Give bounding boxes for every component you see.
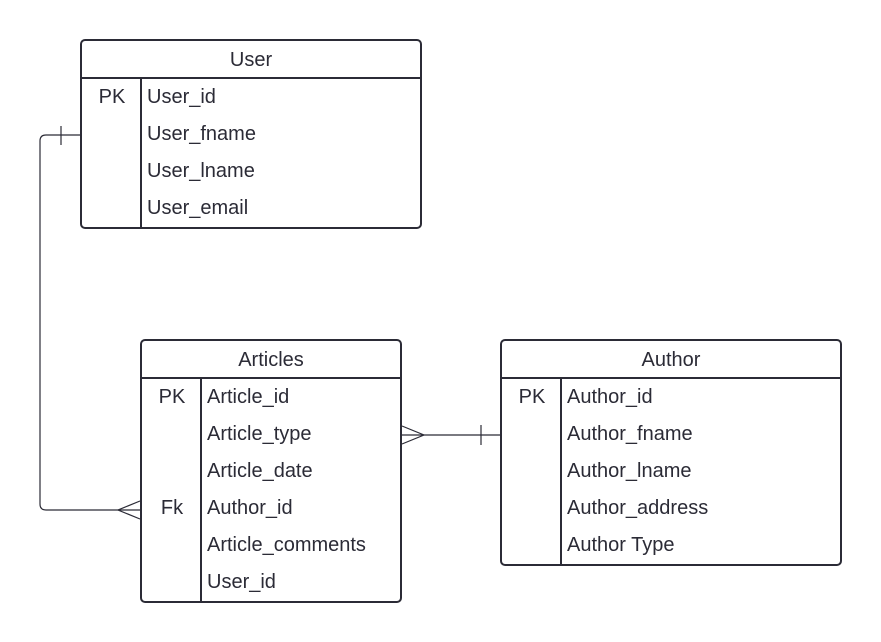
- key-column-divider: [82, 79, 142, 227]
- entity-author-title: Author: [502, 341, 840, 379]
- entity-user-body: PK User_id User_fname User_lname User_em…: [82, 79, 420, 227]
- entity-articles[interactable]: Articles PK Article_id Article_type Arti…: [140, 339, 402, 603]
- attribute-name: Author_address: [567, 497, 709, 519]
- attribute-name: Article_comments: [207, 534, 366, 556]
- attribute-key: Fk: [160, 497, 184, 519]
- attribute-row: Author_fname: [502, 416, 840, 453]
- attribute-name: User_id: [207, 571, 276, 593]
- attribute-key: PK: [518, 386, 546, 408]
- attribute-name: Author_lname: [567, 460, 692, 482]
- entity-author[interactable]: Author PK Author_id Author_fname Author_…: [500, 339, 842, 566]
- articles-many-marker-right: [401, 425, 426, 445]
- attribute-row: User_fname: [82, 116, 420, 153]
- relationship-user-articles: [39, 126, 141, 520]
- attribute-name: User_email: [147, 197, 249, 219]
- attribute-row: Author_address: [502, 490, 840, 527]
- attribute-row: Article_type: [142, 416, 400, 453]
- attribute-row: PK User_id: [82, 79, 420, 116]
- attribute-name: Article_id: [207, 386, 290, 408]
- attribute-row: Author Type: [502, 527, 840, 564]
- attribute-row: Article_date: [142, 453, 400, 490]
- attribute-row: User_lname: [82, 153, 420, 190]
- attribute-row: Fk Author_id: [142, 490, 400, 527]
- key-column-divider: [502, 379, 562, 564]
- attribute-name: User_fname: [147, 123, 256, 145]
- attribute-name: Author_id: [207, 497, 293, 519]
- relationship-articles-author: [401, 425, 500, 445]
- attribute-name: Article_date: [207, 460, 313, 482]
- attribute-row: Author_lname: [502, 453, 840, 490]
- attribute-name: Author_id: [567, 386, 653, 408]
- attribute-row: PK Author_id: [502, 379, 840, 416]
- entity-user-title: User: [82, 41, 420, 79]
- attribute-row: Article_comments: [142, 527, 400, 564]
- attribute-name: Article_type: [207, 423, 312, 445]
- entity-articles-body: PK Article_id Article_type Article_date …: [142, 379, 400, 601]
- attribute-name: Author_fname: [567, 423, 693, 445]
- relationship-user-articles-line: [39, 134, 140, 511]
- entity-user[interactable]: User PK User_id User_fname User_lname Us…: [80, 39, 422, 229]
- attribute-row: User_email: [82, 190, 420, 227]
- articles-many-marker: [116, 500, 141, 520]
- attribute-key: PK: [98, 86, 126, 108]
- entity-articles-title: Articles: [142, 341, 400, 379]
- attribute-key: PK: [158, 386, 186, 408]
- attribute-row: User_id: [142, 564, 400, 601]
- attribute-name: Author Type: [567, 534, 675, 556]
- attribute-row: PK Article_id: [142, 379, 400, 416]
- key-column-divider: [142, 379, 202, 601]
- attribute-name: User_id: [147, 86, 216, 108]
- attribute-name: User_lname: [147, 160, 255, 182]
- entity-author-body: PK Author_id Author_fname Author_lname A…: [502, 379, 840, 564]
